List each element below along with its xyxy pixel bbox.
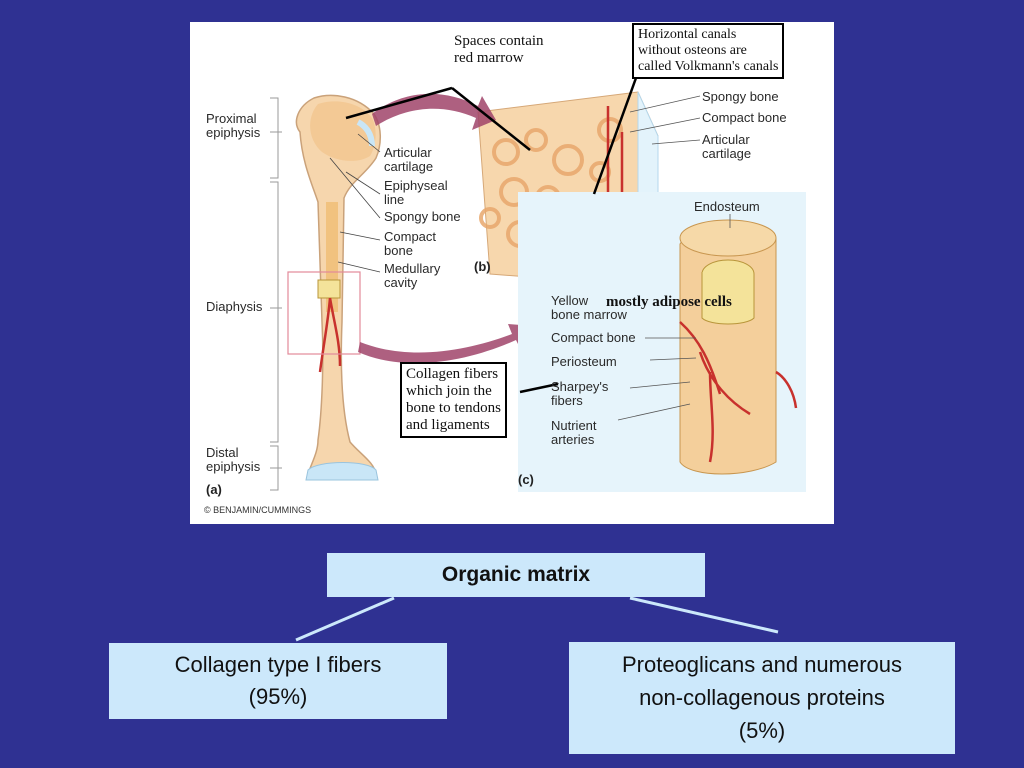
compact-bone-label-b: Compact bone xyxy=(702,110,787,125)
connector-left xyxy=(295,596,395,642)
proteoglicans-box-line2: non-collagenous proteins xyxy=(639,685,885,710)
panel-a-tag: (a) xyxy=(206,482,222,497)
collagen-box-line1: Collagen type I fibers xyxy=(174,652,382,677)
long-bone-drawing xyxy=(287,94,381,481)
region-brackets xyxy=(270,97,282,491)
copyright-credit: © BENJAMIN/CUMMINGS xyxy=(204,505,312,515)
endosteum-label: Endosteum xyxy=(694,199,760,214)
adipose-cells-annotation: mostly adipose cells xyxy=(606,294,732,310)
spongy-bone-label-b: Spongy bone xyxy=(702,89,779,104)
organic-matrix-box: Organic matrix xyxy=(327,553,705,597)
collagen-fibers-callout: Collagen fibers which join the bone to t… xyxy=(400,362,507,438)
collagen-box: Collagen type I fibers (95%) xyxy=(109,643,447,719)
bone-illustration xyxy=(270,77,806,492)
volkmann-canals-callout: Horizontal canals without osteons are ca… xyxy=(632,23,785,79)
proteoglicans-box: Proteoglicans and numerous non-collageno… xyxy=(569,642,955,754)
diaphysis-label: Diaphysis xyxy=(206,299,263,314)
periosteum-label: Periosteum xyxy=(551,354,617,369)
panel-b-tag: (b) xyxy=(474,259,491,274)
panel-c-tag: (c) xyxy=(518,472,534,487)
collagen-box-line2: (95%) xyxy=(248,684,308,709)
connector-right xyxy=(629,596,779,634)
compact-bone-label-c: Compact bone xyxy=(551,330,636,345)
proteoglicans-box-line1: Proteoglicans and numerous xyxy=(621,652,903,677)
compact-bone-section xyxy=(518,192,806,492)
proteoglicans-box-line3: (5%) xyxy=(738,718,786,743)
spongy-bone-label-a: Spongy bone xyxy=(384,209,461,224)
